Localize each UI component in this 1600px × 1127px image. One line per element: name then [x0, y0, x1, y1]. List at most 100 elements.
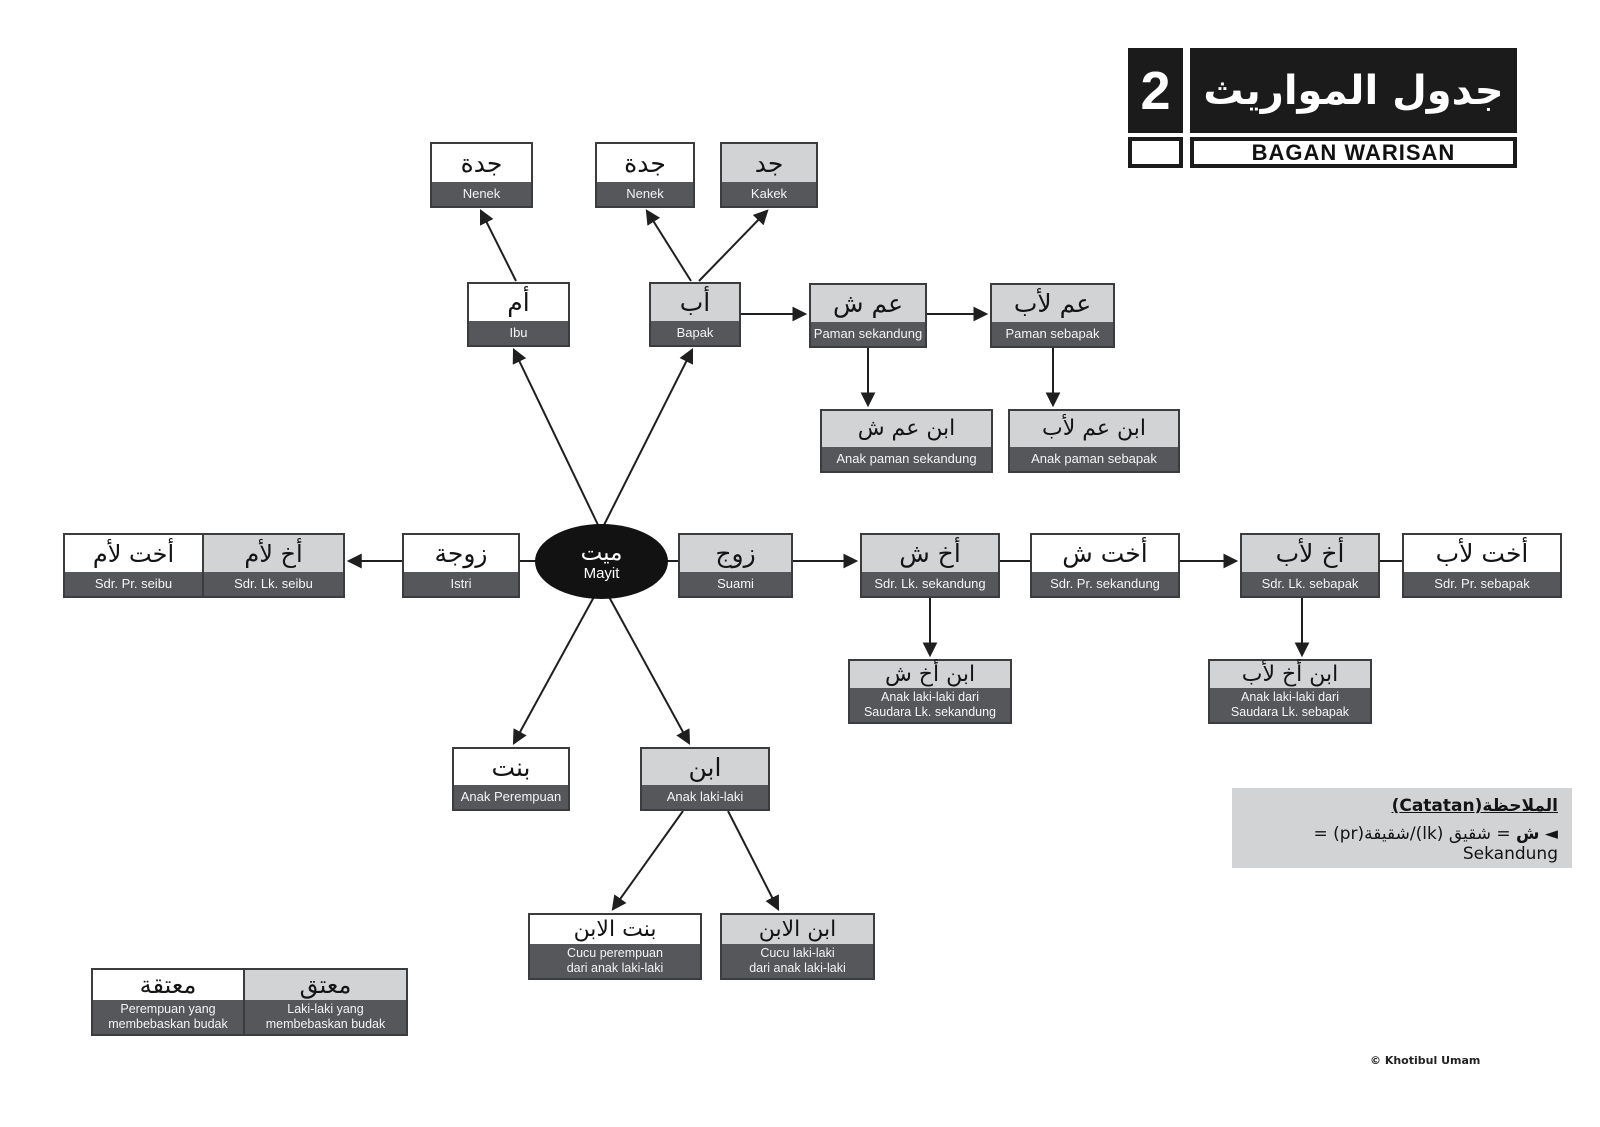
node-daughter-label: Anak Perempuan	[454, 785, 568, 809]
empty-check-box	[1128, 137, 1183, 168]
node-emancipator-female: معتقة Perempuan yang membebaskan budak	[93, 970, 245, 1034]
node-granddaughter-label-line2: dari anak laki-laki	[566, 961, 664, 975]
node-grandmother-paternal-label: Nenek	[597, 182, 693, 206]
node-grandson-label-line2: dari anak laki-laki	[749, 961, 846, 975]
node-son-label: Anak laki-laki	[642, 785, 768, 809]
note-line: ◄ ش = شقيق (lk)/شقيقة(pr) = Sekandung	[1242, 824, 1558, 864]
node-cousin-paternal-arabic: ابن عم لأب	[1010, 411, 1178, 448]
node-daughter: بنت Anak Perempuan	[452, 747, 570, 811]
node-uncle-full: عم ش Paman sekandung	[809, 283, 927, 348]
node-mother: أم Ibu	[467, 282, 570, 347]
node-granddaughter-label-line1: Cucu perempuan	[567, 946, 663, 960]
note-bullet-icon: ◄	[1544, 824, 1558, 844]
node-nephew-paternal-arabic: ابن أخ لأب	[1210, 661, 1370, 688]
node-brother-full-label: Sdr. Lk. sekandung	[862, 572, 998, 596]
node-emancipator-male-arabic: معتق	[245, 970, 406, 1000]
node-grandmother-maternal-arabic: جدة	[460, 148, 503, 178]
node-father: أب Bapak	[649, 282, 741, 347]
note-definition: = شقيق (lk)/شقيقة(pr) = Sekandung	[1313, 824, 1558, 864]
node-cousin-full-label: Anak paman sekandung	[822, 447, 991, 471]
node-son: ابن Anak laki-laki	[640, 747, 770, 811]
node-uncle-paternal-arabic: عم لأب	[992, 285, 1113, 323]
node-cousin-full: ابن عم ش Anak paman sekandung	[820, 409, 993, 473]
node-emancipator-female-label: Perempuan yang membebaskan budak	[93, 1000, 243, 1034]
chart-number-box: 2	[1128, 48, 1183, 133]
node-nephew-paternal: ابن أخ لأب Anak laki-laki dari Saudara L…	[1208, 659, 1372, 724]
node-nephew-full-arabic: ابن أخ ش	[850, 661, 1010, 688]
node-granddaughter-arabic: بنت الابن	[573, 916, 657, 942]
node-brother-paternal-arabic: أخ لأب	[1242, 535, 1378, 573]
node-sister-paternal-label: Sdr. Pr. sebapak	[1404, 572, 1560, 596]
node-grandmother-paternal: جدة Nenek	[595, 142, 695, 208]
node-emancipator-female-label-line2: membebaskan budak	[108, 1017, 228, 1031]
node-brother-paternal: أخ لأب Sdr. Lk. sebapak	[1240, 533, 1380, 598]
node-grandmother-maternal-label: Nenek	[432, 182, 531, 206]
node-sister-paternal-arabic: أخت لأب	[1435, 539, 1529, 569]
node-emancipator-male: معتق Laki-laki yang membebaskan budak	[245, 970, 406, 1034]
node-emancipator-female-arabic: معتقة	[139, 971, 197, 999]
node-wife: زوجة Istri	[402, 533, 520, 598]
note-title: الملاحظة(Catatan)	[1391, 796, 1558, 816]
node-sister-full-arabic: أخت ش	[1062, 539, 1148, 569]
chart-title-arabic: جدول المواريث	[1190, 48, 1517, 133]
chart-title-indonesian: BAGAN WARISAN	[1190, 137, 1517, 168]
node-husband: زوج Suami	[678, 533, 793, 598]
node-grandson-arabic: ابن الابن	[722, 915, 873, 944]
node-sister-maternal-arabic: أخت لأم	[92, 539, 175, 568]
node-sister-full: أخت ش Sdr. Pr. sekandung	[1030, 533, 1180, 598]
node-nephew-paternal-label: Anak laki-laki dari Saudara Lk. sebapak	[1210, 688, 1370, 722]
node-brother-maternal-arabic: أخ لأم	[204, 535, 343, 573]
node-emancipator-male-label-line2: membebaskan budak	[265, 1017, 386, 1031]
node-deceased: ميت Mayit	[535, 524, 668, 599]
node-granddaughter-label: Cucu perempuan dari anak laki-laki	[530, 944, 700, 978]
node-mother-arabic: أم	[507, 288, 530, 318]
node-grandfather-arabic: جد	[722, 144, 816, 183]
node-deceased-arabic: ميت	[580, 539, 623, 566]
node-sister-maternal: أخت لأم Sdr. Pr. seibu	[65, 535, 204, 596]
node-sister-full-label: Sdr. Pr. sekandung	[1032, 572, 1178, 596]
node-emancipator-male-label: Laki-laki yang membebaskan budak	[245, 1000, 406, 1034]
node-grandson-label: Cucu laki-laki dari anak laki-laki	[722, 944, 873, 978]
node-daughter-arabic: بنت	[491, 752, 531, 782]
node-husband-arabic: زوج	[680, 535, 791, 573]
node-brother-full-arabic: أخ ش	[862, 535, 998, 573]
node-nephew-full-label-line1: Anak laki-laki dari	[881, 690, 979, 704]
node-uncle-paternal-label: Paman sebapak	[992, 322, 1113, 346]
node-cousin-full-arabic: ابن عم ش	[822, 411, 991, 448]
node-deceased-label: Mayit	[583, 564, 620, 582]
node-brother-maternal-label: Sdr. Lk. seibu	[204, 572, 343, 596]
node-nephew-full-label-line2: Saudara Lk. sekandung	[863, 705, 997, 719]
node-husband-label: Suami	[680, 572, 791, 596]
node-brother-maternal: أخ لأم Sdr. Lk. seibu	[204, 535, 343, 596]
node-grandfather-label: Kakek	[722, 182, 816, 206]
node-wife-label: Istri	[404, 572, 518, 596]
node-grandmother-maternal: جدة Nenek	[430, 142, 533, 208]
node-nephew-full-label: Anak laki-laki dari Saudara Lk. sekandun…	[850, 688, 1010, 722]
node-brother-paternal-label: Sdr. Lk. sebapak	[1242, 572, 1378, 596]
node-uncle-paternal: عم لأب Paman sebapak	[990, 283, 1115, 348]
node-grandfather: جد Kakek	[720, 142, 818, 208]
note-term: ش	[1516, 824, 1540, 844]
node-maternal-siblings-group: أخت لأم Sdr. Pr. seibu أخ لأم Sdr. Lk. s…	[63, 533, 345, 598]
node-mother-label: Ibu	[469, 321, 568, 345]
node-nephew-paternal-label-line1: Anak laki-laki dari	[1241, 690, 1339, 704]
node-son-arabic: ابن	[642, 749, 768, 786]
node-wife-arabic: زوجة	[434, 539, 488, 569]
node-emancipator-female-label-line1: Perempuan yang	[120, 1002, 216, 1016]
node-emancipator-male-label-line1: Laki-laki yang	[287, 1002, 364, 1016]
node-nephew-paternal-label-line2: Saudara Lk. sebapak	[1230, 705, 1350, 719]
node-grandmother-paternal-arabic: جدة	[624, 148, 666, 178]
node-cousin-paternal-label: Anak paman sebapak	[1010, 447, 1178, 471]
note-box: الملاحظة(Catatan) ◄ ش = شقيق (lk)/شقيقة(…	[1232, 788, 1572, 868]
node-father-arabic: أب	[651, 284, 739, 322]
copyright-text: © Khotibul Umam	[1370, 1054, 1481, 1067]
node-father-label: Bapak	[651, 321, 739, 345]
node-brother-full: أخ ش Sdr. Lk. sekandung	[860, 533, 1000, 598]
node-sister-maternal-label: Sdr. Pr. seibu	[65, 572, 202, 596]
node-emancipators-group: معتقة Perempuan yang membebaskan budak م…	[91, 968, 408, 1036]
node-nephew-full: ابن أخ ش Anak laki-laki dari Saudara Lk.…	[848, 659, 1012, 724]
node-cousin-paternal: ابن عم لأب Anak paman sebapak	[1008, 409, 1180, 473]
node-uncle-full-label: Paman sekandung	[811, 322, 925, 346]
node-grandson-label-line1: Cucu laki-laki	[760, 946, 835, 960]
